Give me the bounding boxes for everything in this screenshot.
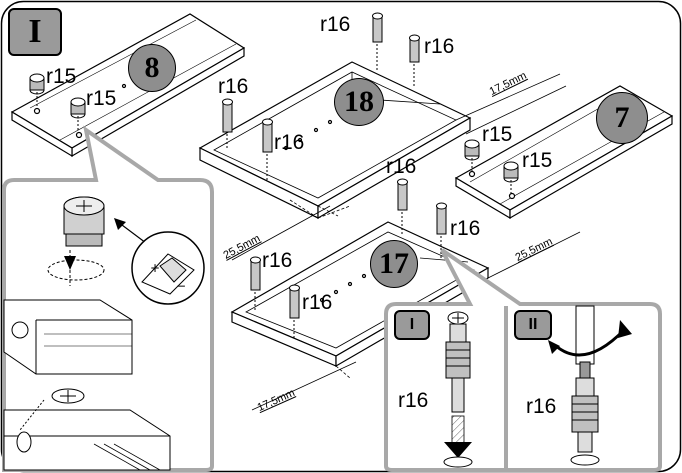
part-label-r16: r16 — [274, 131, 305, 154]
step-badge-turn: II — [514, 310, 552, 340]
part-label-r15: r15 — [482, 123, 513, 146]
part-label-r15: r15 — [86, 87, 117, 110]
part-label-r16: r16 — [320, 13, 351, 36]
part-label-r16: r16 — [526, 395, 557, 418]
part-label-r16: r16 — [218, 75, 249, 98]
svg-text:−: − — [176, 279, 186, 293]
panel-number-17: 17 — [370, 240, 418, 288]
cam-lock-icon — [29, 73, 45, 108]
screw-icon — [222, 98, 233, 150]
step-badge-main: I — [8, 8, 62, 56]
part-label-r15: r15 — [522, 149, 553, 172]
panel-8-board — [10, 13, 246, 158]
cam-lock-icon — [70, 97, 86, 132]
screw-icon — [409, 34, 420, 88]
panel-number-18: 18 — [334, 78, 384, 126]
cam-lock-icon — [503, 161, 519, 194]
cam-lock-detail-inset: + − — [2, 125, 214, 472]
screw-icon — [289, 284, 300, 338]
part-label-r16: r16 — [424, 35, 455, 58]
cam-lock-icon — [464, 139, 480, 172]
part-label-r16: r16 — [386, 155, 417, 178]
screw-icon — [372, 12, 383, 72]
panel-number-8: 8 — [128, 44, 176, 92]
screw-icon — [262, 118, 273, 180]
screw-icon — [397, 178, 408, 236]
part-label-r15: r15 — [46, 65, 77, 88]
part-label-r16: r16 — [398, 389, 429, 412]
step-badge-insert: I — [394, 310, 430, 340]
panel-18-board — [198, 61, 472, 220]
svg-text:+: + — [150, 261, 160, 275]
screw-detail-inset — [384, 248, 662, 472]
part-label-r16: r16 — [450, 217, 481, 240]
part-label-r16: r16 — [302, 291, 333, 314]
screw-icon — [250, 256, 261, 312]
screw-icon — [436, 202, 447, 258]
part-label-r16: r16 — [262, 249, 293, 272]
panel-number-7: 7 — [596, 92, 648, 144]
